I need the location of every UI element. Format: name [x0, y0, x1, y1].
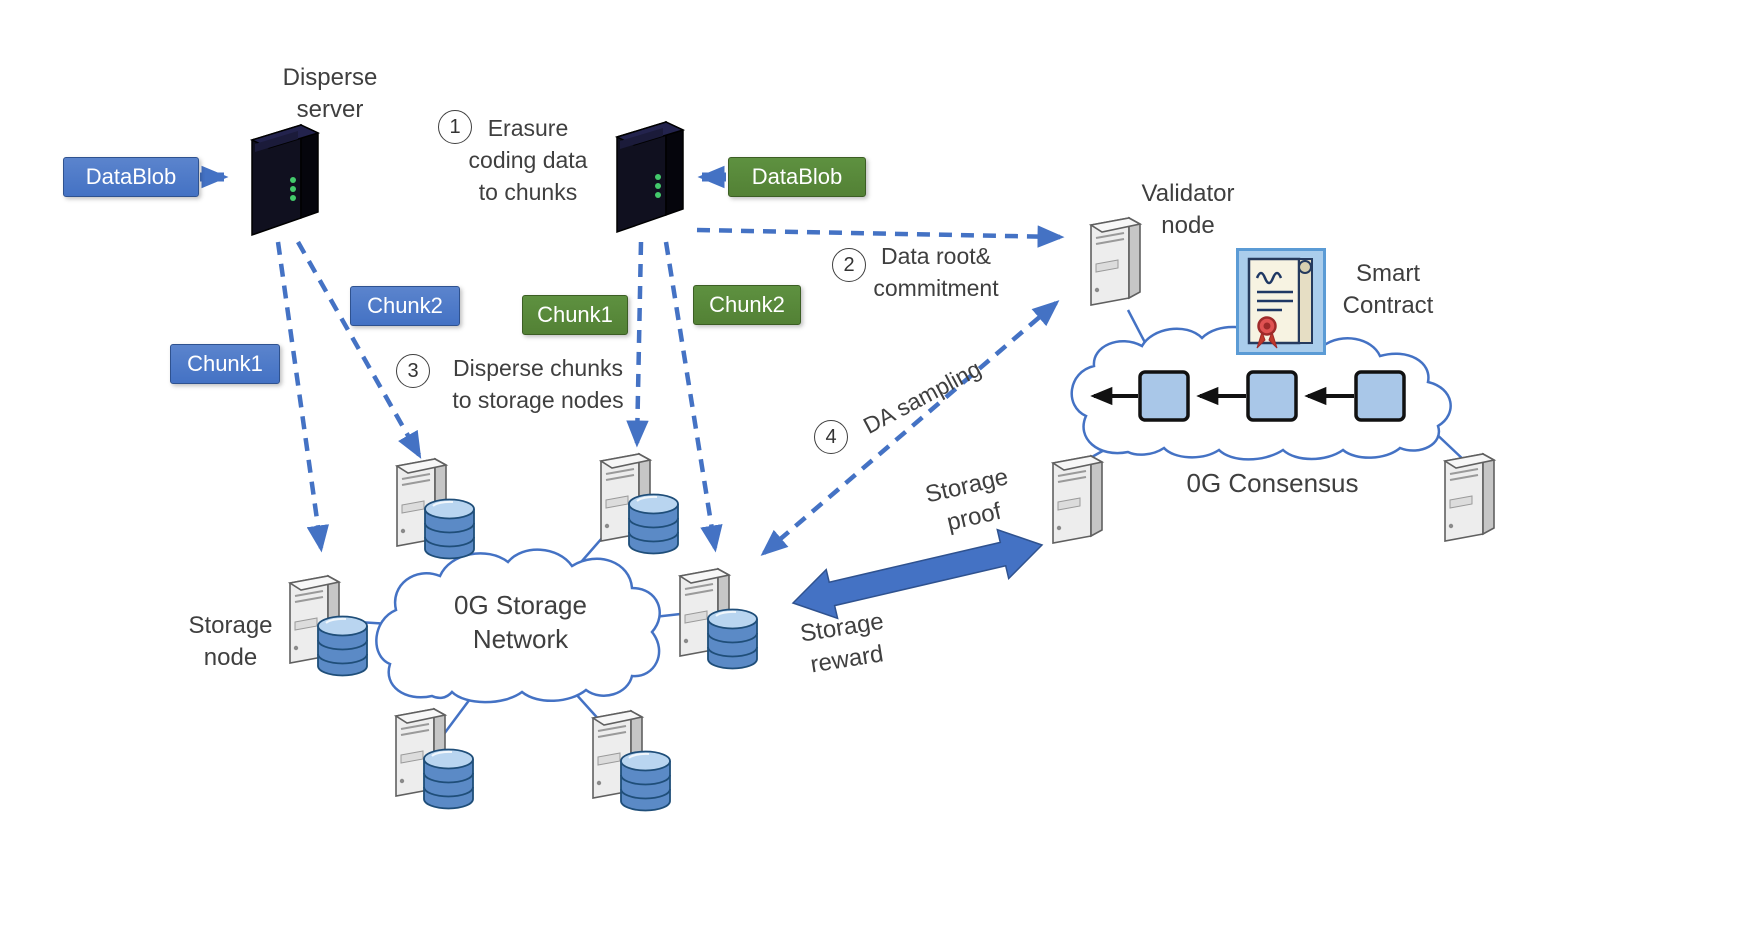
storage-cloud-label-line2: Network [472, 624, 569, 654]
data-root-arrow [696, 225, 1065, 248]
validator-label-line2: node [1161, 212, 1215, 239]
storage-node-icon [586, 705, 676, 820]
chunk2-left-label: Chunk2 [367, 293, 443, 318]
step4-circle: 4 [814, 420, 848, 454]
disperse-server-label: Disperse server [255, 62, 405, 126]
chunk2-right-arrow [663, 241, 723, 553]
step2-line1: Data root& [881, 243, 991, 269]
step4-number: 4 [825, 426, 837, 448]
step2-circle: 2 [832, 248, 866, 282]
storage-cloud-label-line1: 0G Storage [454, 590, 587, 620]
storage-node-icon [673, 563, 763, 678]
chunk1-right-arrow [626, 241, 649, 448]
chunk1-left-label: Chunk1 [187, 351, 263, 376]
step2-line2: commitment [873, 275, 999, 301]
smart-contract-label-line2: Contract [1342, 292, 1434, 319]
storage-node-label: Storage node [163, 610, 298, 674]
storage-node-label-line2: node [203, 644, 258, 671]
step1-line2: coding data [468, 147, 588, 173]
chunk2-right-label: Chunk2 [709, 292, 785, 317]
storage-node-label-line1: Storage [188, 612, 273, 639]
datablob-right-box: DataBlob [728, 157, 866, 197]
disperse-server-label-line1: Disperse [282, 64, 378, 91]
storage-cloud-shape [375, 548, 661, 704]
step3-line2: to storage nodes [452, 387, 624, 413]
chunk1-left-box: Chunk1 [170, 344, 280, 384]
chunk1-left-arrow [275, 241, 330, 553]
validator-label: Validator node [1123, 178, 1253, 242]
step3-number: 3 [407, 360, 419, 382]
da-sampling-arrow [760, 300, 1060, 556]
consensus-server-left-icon [1046, 450, 1108, 551]
smart-contract-icon [1236, 248, 1326, 360]
storage-node-icon [594, 448, 684, 563]
step1-text: Erasure coding data to chunks [428, 112, 628, 208]
consensus-label: 0G Consensus [1170, 466, 1375, 500]
chunk1-right-box: Chunk1 [522, 295, 628, 335]
step1-circle: 1 [438, 110, 472, 144]
step2-number: 2 [843, 254, 855, 276]
chunk2-right-box: Chunk2 [693, 285, 801, 325]
chunk2-left-box: Chunk2 [350, 286, 460, 326]
smart-contract-label-line1: Smart [1355, 260, 1420, 287]
storage-node-icon [390, 453, 480, 568]
step3-circle: 3 [396, 354, 430, 388]
step1-line1: Erasure [487, 115, 569, 141]
datablob-left-box: DataBlob [63, 157, 199, 197]
chunk1-right-label: Chunk1 [537, 302, 613, 327]
validator-label-line1: Validator [1141, 180, 1235, 207]
storage-cloud-label: 0G Storage Network [418, 588, 623, 656]
step1-number: 1 [449, 116, 461, 138]
dashed-flow-arrows [275, 225, 1065, 556]
disperse-server-label-line2: server [296, 96, 364, 123]
datablob-right-label: DataBlob [751, 164, 843, 189]
disperse-server-left-icon [238, 118, 333, 245]
step1-line3: to chunks [478, 179, 578, 205]
blockchain-blocks [1090, 370, 1406, 422]
consensus-server-right-icon [1438, 448, 1500, 549]
step2-text: Data root& commitment [856, 240, 1016, 304]
step3-text: Disperse chunks to storage nodes [438, 352, 638, 416]
smart-contract-label: Smart Contract [1328, 258, 1448, 322]
step3-line1: Disperse chunks [452, 355, 624, 381]
datablob-left-label: DataBlob [85, 164, 177, 189]
chunk2-left-arrow [296, 240, 422, 459]
storage-node-icon [389, 703, 479, 818]
consensus-label-text: 0G Consensus [1186, 468, 1359, 498]
